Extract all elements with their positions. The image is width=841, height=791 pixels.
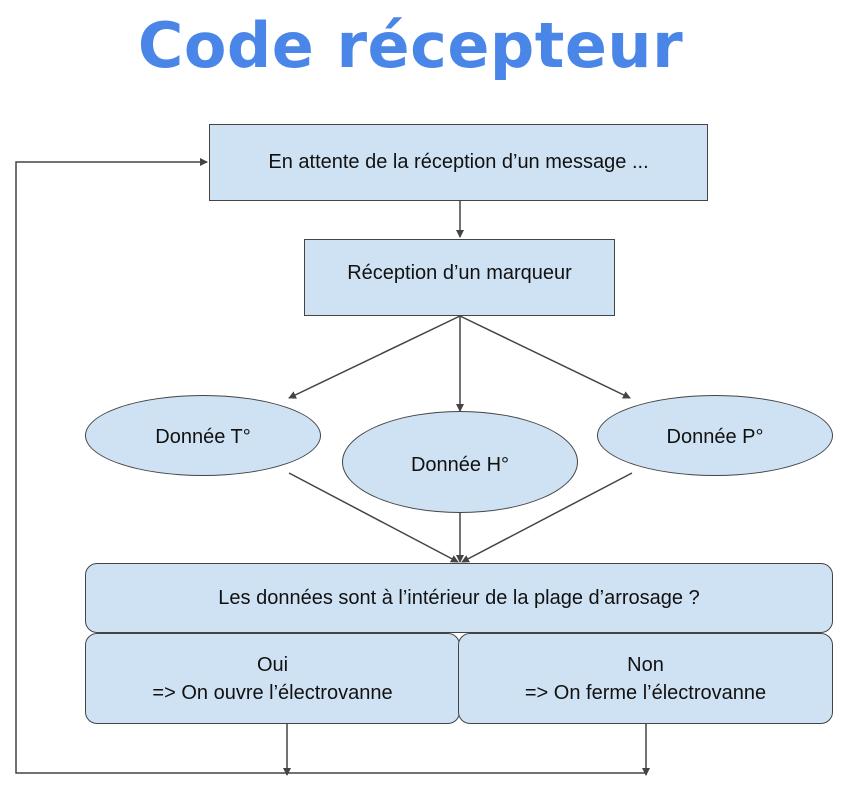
yes-box: Oui => On ouvre l’électrovanne	[85, 633, 460, 724]
data-h-ellipse: Donnée H°	[342, 411, 578, 513]
arrow-t-to-question	[288, 472, 459, 563]
question-box: Les données sont à l’intérieur de la pla…	[85, 563, 833, 633]
no-box: Non => On ferme l’électrovanne	[458, 633, 833, 724]
data-t-ellipse: Donnée T°	[85, 395, 321, 476]
reception-box: Réception d’un marqueur	[304, 239, 615, 316]
yes-heading: Oui	[256, 653, 289, 676]
no-action: => On ferme l’électrovanne	[524, 681, 767, 704]
arrow-p-to-question	[461, 472, 633, 563]
data-h-label: Donnée H°	[410, 454, 510, 476]
data-t-label: Donnée T°	[155, 426, 251, 448]
waiting-label: En attente de la réception d’un message …	[268, 151, 649, 173]
no-heading: Non	[627, 653, 664, 676]
arrow-reception-to-t	[288, 315, 461, 399]
yes-action: => On ouvre l’électrovanne	[152, 681, 393, 704]
arrow-reception-to-p	[459, 315, 631, 399]
data-p-label: Donnée P°	[666, 426, 764, 448]
loop-back-arrow	[15, 158, 646, 774]
diagram-title: Code récepteur	[137, 9, 684, 82]
waiting-box: En attente de la réception d’un message …	[209, 124, 708, 201]
data-p-ellipse: Donnée P°	[597, 395, 833, 476]
reception-label: Réception d’un marqueur	[347, 262, 572, 284]
question-label: Les données sont à l’intérieur de la pla…	[218, 586, 700, 609]
